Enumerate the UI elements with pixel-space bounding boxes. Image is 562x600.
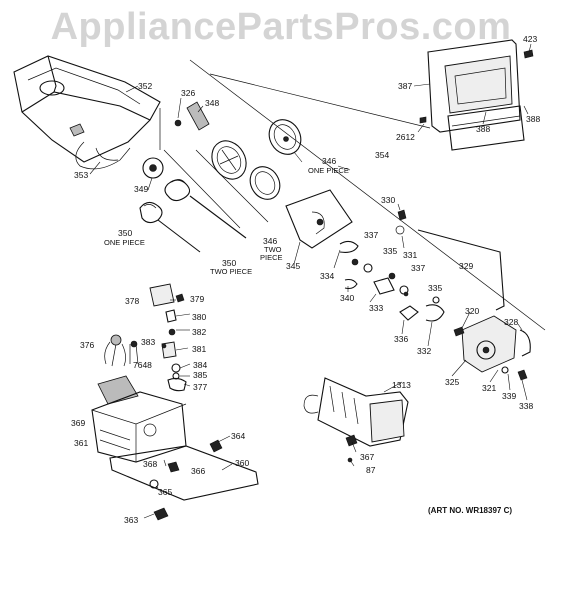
crusher-drums (211, 119, 302, 200)
label-325: 325 (445, 377, 459, 387)
ice-maker (303, 377, 409, 463)
label-368: 368 (143, 459, 157, 469)
label-377: 377 (193, 382, 207, 392)
label-350-two: 350 (222, 258, 236, 268)
auger-parts (139, 101, 269, 253)
label-321: 321 (482, 383, 496, 393)
label-337-b: 337 (411, 263, 425, 273)
label-339: 339 (502, 391, 516, 401)
label-364: 364 (231, 431, 245, 441)
label-345: 345 (286, 261, 300, 271)
label-376: 376 (80, 340, 94, 350)
label-423: 423 (523, 34, 537, 44)
label-333: 333 (369, 303, 383, 313)
caption-one-piece-350: ONE PIECE (104, 238, 145, 247)
label-385: 385 (193, 370, 207, 380)
label-378: 378 (125, 296, 139, 306)
watermark: AppliancePartsPros.com (50, 6, 512, 48)
caption-piece-346: PIECE (260, 253, 283, 262)
label-320: 320 (465, 306, 479, 316)
label-328: 328 (504, 317, 518, 327)
label-360: 360 (235, 458, 249, 468)
label-330: 330 (381, 195, 395, 205)
label-331: 331 (403, 250, 417, 260)
label-388-right: 388 (526, 114, 540, 124)
label-382: 382 (192, 327, 206, 337)
label-336: 336 (394, 334, 408, 344)
label-352: 352 (138, 81, 152, 91)
label-353: 353 (74, 170, 88, 180)
caption-two-piece-350: TWO PIECE (210, 267, 252, 276)
label-338: 338 (519, 401, 533, 411)
label-366: 366 (191, 466, 205, 476)
label-7648: 7648 (133, 360, 152, 370)
label-354: 354 (375, 150, 389, 160)
leader-lines (89, 43, 532, 519)
art-number: (ART NO. WR18397 C) (428, 506, 512, 515)
ice-bucket (13, 55, 161, 170)
dispenser-door-assembly (419, 39, 534, 151)
dispenser-motor (453, 315, 531, 381)
label-2612: 2612 (396, 132, 415, 142)
label-379: 379 (190, 294, 204, 304)
label-365: 365 (158, 487, 172, 497)
mounting-plate (285, 189, 353, 249)
label-383: 383 (141, 337, 155, 347)
label-380: 380 (192, 312, 206, 322)
label-340: 340 (340, 293, 354, 303)
label-346-two: 346 (263, 236, 277, 246)
label-337-a: 337 (364, 230, 378, 240)
label-348: 348 (205, 98, 219, 108)
label-335-a: 335 (383, 246, 397, 256)
label-387: 387 (398, 81, 412, 91)
label-1313: 1313 (392, 380, 411, 390)
electrical-components (104, 283, 187, 392)
label-388-left: 388 (476, 124, 490, 134)
control-housing (91, 375, 259, 521)
label-384: 384 (193, 360, 207, 370)
label-334: 334 (320, 271, 334, 281)
label-335-b: 335 (428, 283, 442, 293)
caption-two-346: TWO (264, 245, 282, 254)
label-332: 332 (417, 346, 431, 356)
assembly-guide-lines (189, 59, 546, 331)
label-346-one: 346 (322, 156, 336, 166)
label-367: 367 (360, 452, 374, 462)
label-350-one: 350 (118, 228, 132, 238)
linkage-parts (339, 209, 505, 322)
label-329: 329 (459, 261, 473, 271)
caption-one-piece-346: ONE PIECE (308, 166, 349, 175)
label-369: 369 (71, 418, 85, 428)
label-361: 361 (74, 438, 88, 448)
label-363: 363 (124, 515, 138, 525)
label-87: 87 (366, 465, 376, 475)
part-number-labels: 423 387 388 388 2612 352 326 348 353 349… (71, 34, 540, 525)
label-326: 326 (181, 88, 195, 98)
label-349: 349 (134, 184, 148, 194)
label-381: 381 (192, 344, 206, 354)
